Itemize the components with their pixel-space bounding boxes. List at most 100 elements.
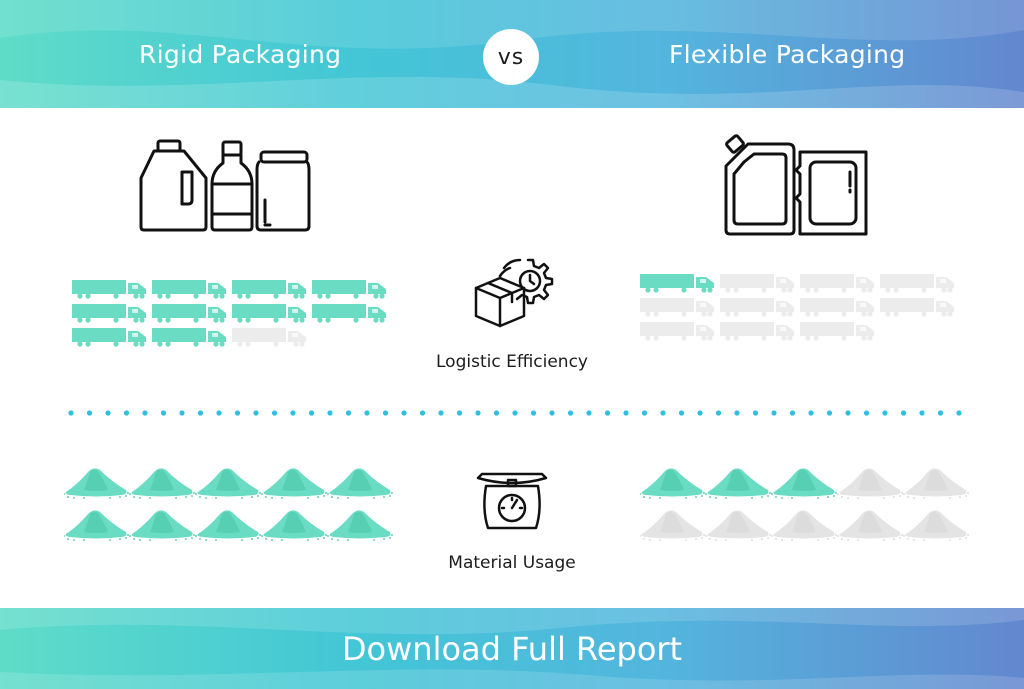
material-pile-icon	[195, 510, 261, 541]
divider-dot	[697, 410, 703, 416]
divider-dot	[530, 410, 537, 416]
divider-dot	[586, 410, 592, 416]
divider-dot	[419, 410, 426, 416]
truck-icon	[800, 274, 874, 293]
divider-dot	[123, 410, 130, 416]
material-pile-icon	[261, 510, 327, 541]
divider-dot	[438, 410, 444, 416]
divider-dot	[271, 410, 278, 416]
material-pile-icon	[771, 510, 837, 541]
material-pile-icon	[837, 468, 903, 499]
box-gear-clock-icon	[474, 258, 554, 328]
truck-icon	[880, 274, 954, 293]
divider-dot	[197, 410, 204, 416]
truck-icon	[232, 304, 306, 323]
divider-dot	[919, 410, 925, 416]
divider-dot	[956, 410, 962, 416]
divider-dot	[179, 410, 185, 416]
material-pile-icon	[837, 510, 903, 541]
material-pile-icon	[129, 510, 195, 541]
divider-dot	[253, 410, 259, 416]
material-pile-icon	[903, 468, 969, 499]
truck-icon	[720, 322, 794, 341]
flexible-pouches-icon	[724, 134, 868, 236]
truck-icon	[640, 322, 714, 341]
divider-dot	[660, 410, 666, 416]
divider-dot	[734, 410, 740, 416]
truck-icon	[232, 328, 306, 347]
divider-dot	[382, 410, 389, 416]
divider-dot	[216, 410, 222, 416]
vs-badge: vs	[483, 29, 539, 85]
divider-dot	[882, 410, 888, 416]
divider-dot	[549, 410, 555, 416]
divider-dot	[308, 410, 315, 416]
divider-dot	[68, 410, 74, 416]
material-pile-icon	[261, 468, 327, 499]
truck-icon	[880, 298, 954, 317]
divider-dot	[808, 410, 814, 416]
truck-icon	[800, 322, 874, 341]
truck-icon	[640, 298, 714, 317]
divider-dot	[826, 410, 833, 416]
divider-dot	[234, 410, 241, 416]
truck-icon	[72, 280, 146, 299]
material-pile-icon	[64, 510, 129, 541]
download-report-button[interactable]: Download Full Report	[0, 608, 1024, 689]
flexible-packaging-title: Flexible Packaging	[669, 40, 906, 69]
divider-dot	[160, 410, 167, 416]
material-pile-icon	[327, 510, 393, 541]
material-pile-icon	[705, 510, 771, 541]
divider-dot	[604, 410, 611, 416]
divider-dot	[290, 410, 296, 416]
divider-dot	[789, 410, 796, 416]
divider-dot	[678, 410, 685, 416]
material-pile-icon	[903, 510, 969, 541]
flexible-material-piles	[640, 468, 969, 541]
weighing-scale-icon	[476, 472, 548, 530]
divider-dot	[845, 410, 851, 416]
truck-icon	[152, 280, 226, 299]
divider-dot	[475, 410, 481, 416]
rigid-containers-icon	[139, 139, 311, 232]
divider-dot	[512, 410, 518, 416]
material-pile-icon	[327, 468, 393, 499]
divider-dot	[752, 410, 759, 416]
truck-icon	[312, 280, 386, 299]
logistic-efficiency-label: Logistic Efficiency	[436, 352, 588, 372]
divider-dot	[456, 410, 463, 416]
download-report-label[interactable]: Download Full Report	[341, 630, 683, 668]
truck-icon	[720, 298, 794, 317]
truck-icon	[72, 328, 146, 347]
material-pile-icon	[64, 468, 129, 499]
truck-icon	[72, 304, 146, 323]
material-pile-icon	[129, 468, 195, 499]
material-pile-icon	[705, 468, 771, 499]
flexible-truck-grid	[640, 274, 954, 341]
divider-dot	[345, 410, 352, 416]
divider-dot	[641, 410, 648, 416]
divider-dot	[715, 410, 722, 416]
divider-dot	[105, 410, 111, 416]
material-pile-icon	[771, 468, 837, 499]
truck-icon	[640, 274, 714, 293]
material-pile-icon	[195, 468, 261, 499]
rigid-truck-grid	[72, 280, 386, 347]
material-pile-icon	[640, 468, 705, 499]
rigid-packaging-title: Rigid Packaging	[139, 40, 342, 69]
truck-icon	[232, 280, 306, 299]
truck-icon	[720, 274, 794, 293]
dotted-divider	[68, 410, 962, 416]
header-wave-decoration	[0, 0, 1024, 108]
divider-dot	[623, 410, 629, 416]
divider-dot	[327, 410, 333, 416]
divider-dot	[900, 410, 907, 416]
divider-dot	[86, 410, 93, 416]
rigid-material-piles	[64, 468, 393, 541]
divider-dot	[771, 410, 777, 416]
material-usage-label: Material Usage	[448, 553, 576, 573]
truck-icon	[152, 304, 226, 323]
truck-icon	[312, 304, 386, 323]
truck-icon	[152, 328, 226, 347]
divider-dot	[863, 410, 870, 416]
